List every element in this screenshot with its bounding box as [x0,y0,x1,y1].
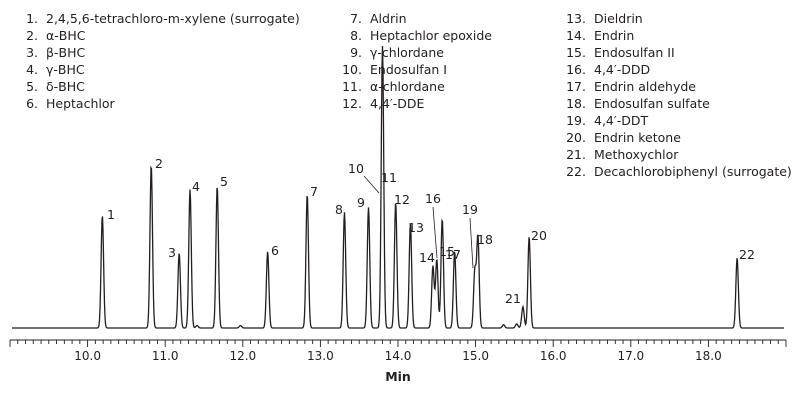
chromatogram-trace-group [12,46,784,329]
legend-number: 22. [566,164,586,179]
x-tick-label: 18.0 [695,349,722,363]
legend-number: 6. [26,96,38,111]
legend-number: 5. [26,79,38,94]
legend-number: 9. [350,45,362,60]
legend-entry: γ-chlordane [370,45,444,60]
legend-number: 17. [566,79,586,94]
peak-label: 10 [348,161,364,176]
x-tick-label: 14.0 [385,349,412,363]
x-tick-label: 10.0 [74,349,101,363]
peak-label: 12 [394,192,410,207]
peak-label: 4 [192,179,200,194]
legend-number: 20. [566,130,586,145]
x-tick-label: 16.0 [540,349,567,363]
x-tick-label: 17.0 [617,349,644,363]
legend-number: 8. [350,28,362,43]
legend-entry: α-chlordane [370,79,445,94]
legend-entry: Decachlorobiphenyl (surrogate) [594,164,792,179]
legend-entry: 4,4′-DDD [594,62,650,77]
peak-label: 21 [505,291,521,306]
legend-number: 10. [342,62,362,77]
legend-number: 13. [566,11,586,26]
legend-number: 15. [566,45,586,60]
legend-entry: δ-BHC [46,79,85,94]
legend-number: 7. [350,11,362,26]
legend-entry: 4,4′-DDT [594,113,648,128]
x-tick-label: 12.0 [229,349,256,363]
x-tick-label: 11.0 [152,349,179,363]
legend-entry: Heptachlor [46,96,116,111]
peak-label: 8 [335,202,343,217]
legend-number: 1. [26,11,38,26]
legend-entry: Endosulfan sulfate [594,96,710,111]
legend-number: 19. [566,113,586,128]
legend-entry: Endrin ketone [594,130,681,145]
peak-label: 15 [439,244,455,259]
legend-entry: γ-BHC [46,62,85,77]
x-tick-label: 15.0 [462,349,489,363]
x-axis-title: Min [385,369,411,384]
legend-number: 12. [342,96,362,111]
peak-label: 14 [419,250,435,265]
peak-10-leader-line [363,175,380,194]
peak-label: 22 [739,247,755,262]
legend-entry: 2,4,5,6-tetrachloro-m-xylene (surrogate) [46,11,300,26]
legend-entry: Endosulfan I [370,62,447,77]
x-axis: 10.0 11.0 12.0 13.0 14.0 15.0 16.0 17.0 18.0 [9,339,787,363]
legend-entry: 4,4′-DDE [370,96,424,111]
peak-label: 18 [477,232,493,247]
legend-number: 14. [566,28,586,43]
legend-entry: Endrin [594,28,634,43]
legend-number: 11. [342,79,362,94]
legend-number: 2. [26,28,38,43]
legend-entry: Endrin aldehyde [594,79,696,94]
legend-number: 4. [26,62,38,77]
peak-16-leader-line [432,206,438,259]
peak-label: 13 [408,220,424,235]
peak-label: 9 [357,195,365,210]
peak-label: 7 [310,184,318,199]
peak-19-leader-line [469,217,474,269]
legend-entry: Aldrin [370,11,407,26]
peak-label: 2 [155,156,163,171]
peak-label: 19 [462,202,478,217]
legend-entry: Heptachlor epoxide [370,28,492,43]
x-tick-label: 13.0 [307,349,334,363]
peak-label: 17 [445,247,461,262]
legend-number: 21. [566,147,586,162]
legend-entry: Dieldrin [594,11,643,26]
legend-entry: β-BHC [46,45,85,60]
peak-label: 3 [168,245,176,260]
chromatogram-trace [12,46,784,329]
peak-label: 20 [531,228,547,243]
legend-number: 18. [566,96,586,111]
legend-number: 16. [566,62,586,77]
legend-entry: Methoxychlor [594,147,679,162]
peak-label: 11 [381,170,397,185]
peak-label: 1 [107,207,115,222]
legend-entry: α-BHC [46,28,86,43]
legend-entry: Endosulfan II [594,45,675,60]
chart-legend: 1. 2,4,5,6-tetrachloro-m-xylene (surrogat… [26,11,792,179]
peak-label: 16 [425,191,441,206]
peak-label: 5 [220,174,228,189]
legend-number: 3. [26,45,38,60]
peak-label: 6 [271,243,279,258]
